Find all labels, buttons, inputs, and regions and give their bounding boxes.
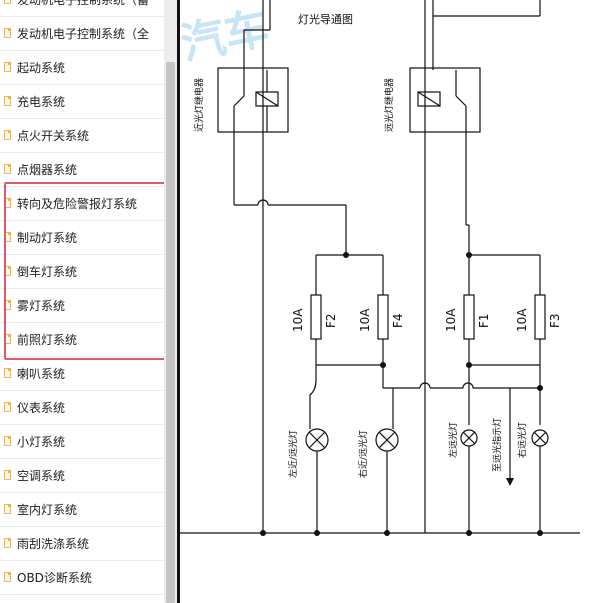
sidebar-item[interactable]: 发动机电子控制系统（蓄	[0, 0, 164, 17]
wiring-diagram: 汽车	[180, 0, 580, 536]
sidebar-item-label: 雨刮洗涤系统	[17, 537, 90, 551]
sidebar-scrollbar[interactable]	[164, 0, 177, 603]
sidebar-item-label: 倒车灯系统	[17, 265, 78, 279]
sidebar-item-label: 转向及危险警报灯系统	[17, 197, 138, 211]
sidebar-item-label: 室内灯系统	[17, 503, 78, 517]
sidebar-item[interactable]: 小灯系统	[0, 425, 164, 459]
panel-divider[interactable]	[177, 0, 180, 603]
fuse-f3-rating: 10A	[515, 308, 529, 332]
sidebar-item-label: 喇叭系统	[17, 367, 66, 381]
document-icon	[4, 164, 11, 174]
sidebar-item[interactable]: OBD诊断系统	[0, 561, 164, 595]
sidebar-item[interactable]: 充电系统	[0, 85, 164, 119]
fuse-f3-name: F3	[548, 313, 562, 328]
lamp-left-low-high-label: 左近/远光灯	[287, 430, 299, 478]
fuse-f2-name: F2	[324, 313, 338, 328]
fuse-f2-rating: 10A	[291, 308, 305, 332]
document-icon	[4, 470, 11, 480]
sidebar-item[interactable]: 点烟器系统	[0, 153, 164, 187]
sidebar-item[interactable]: 喇叭系统	[0, 357, 164, 391]
fuse-f4-rating: 10A	[358, 308, 372, 332]
low-beam-relay	[217, 67, 289, 133]
fuse-f1	[463, 294, 475, 340]
document-icon	[4, 368, 11, 378]
fuse-f4	[377, 294, 389, 340]
sidebar-item[interactable]: 起动系统	[0, 51, 164, 85]
sidebar-item[interactable]: 制动灯系统	[0, 221, 164, 255]
lamp-right-low-high-label: 右近/远光灯	[357, 430, 369, 478]
sidebar-item-label: 小灯系统	[17, 435, 66, 449]
fuse-f3	[534, 294, 546, 340]
document-icon	[4, 28, 11, 38]
sidebar-item-label: 点火开关系统	[17, 129, 90, 143]
sidebar-item[interactable]: 点火开关系统	[0, 119, 164, 153]
sidebar-item-label: 雾灯系统	[17, 299, 66, 313]
sidebar-item[interactable]: 室内灯系统	[0, 493, 164, 527]
sidebar-item-label: 起动系统	[17, 61, 66, 75]
sidebar-item-label: 空调系统	[17, 469, 66, 483]
sidebar-item-label: 制动灯系统	[17, 231, 78, 245]
sidebar-item[interactable]: 仪表系统	[0, 391, 164, 425]
watermark: 汽车	[180, 2, 273, 70]
sidebar-item-label: 点烟器系统	[17, 163, 78, 177]
lamp-left-high-label: 左远光灯	[447, 422, 459, 458]
sidebar-item[interactable]: 发动机电子控制系统（全	[0, 17, 164, 51]
sidebar-item-label: 仪表系统	[17, 401, 66, 415]
sidebar-item-label: 充电系统	[17, 95, 66, 109]
system-list-sidebar: 发动机电子控制系统（蓄发动机电子控制系统（全起动系统充电系统点火开关系统点烟器系…	[0, 0, 164, 603]
fuse-f4-name: F4	[391, 313, 405, 328]
document-icon	[4, 0, 11, 4]
document-icon	[4, 538, 11, 548]
sidebar-item-label: 发动机电子控制系统（蓄	[17, 0, 150, 7]
high-beam-relay-label: 远光灯继电器	[383, 78, 395, 132]
sidebar-item[interactable]: 空调系统	[0, 459, 164, 493]
fuse-f1-rating: 10A	[444, 308, 458, 332]
sidebar-item-label: 前照灯系统	[17, 333, 78, 347]
indicator-label: 至远光指示灯	[491, 418, 503, 472]
sidebar-item-label: OBD诊断系统	[17, 571, 92, 585]
document-icon	[4, 402, 11, 412]
sidebar-item-label: 发动机电子控制系统（全	[17, 27, 150, 41]
document-icon	[4, 130, 11, 140]
document-icon	[4, 96, 11, 106]
document-icon	[4, 572, 11, 582]
document-icon	[4, 62, 11, 72]
sidebar-item[interactable]: 雨刮洗涤系统	[0, 527, 164, 561]
scrollbar-thumb[interactable]	[166, 62, 175, 603]
highlight-box	[4, 182, 170, 360]
lamp-right-high-label: 右远光灯	[516, 422, 528, 458]
high-beam-relay	[409, 67, 481, 133]
low-beam-relay-label: 近光灯继电器	[193, 78, 205, 132]
diagram-title: 灯光导通图	[298, 12, 353, 26]
document-icon	[4, 504, 11, 514]
document-icon	[4, 436, 11, 446]
fuse-f1-name: F1	[477, 313, 491, 328]
sidebar-item[interactable]: 转向及危险警报灯系统	[0, 187, 164, 221]
fuse-f2	[310, 294, 322, 340]
